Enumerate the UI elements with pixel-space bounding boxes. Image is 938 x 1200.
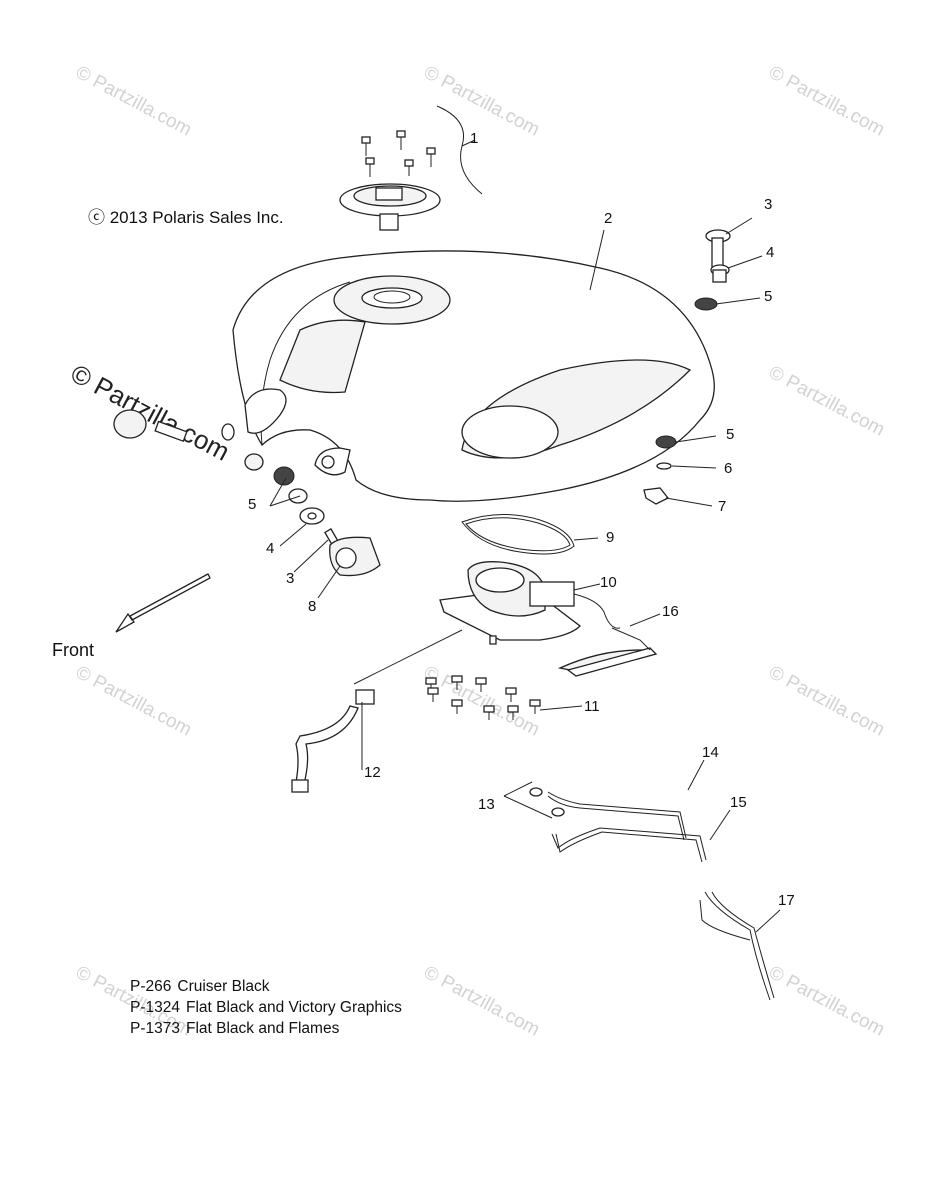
- cap-screw: [365, 157, 375, 177]
- leader-lines: [269, 217, 781, 933]
- callout-13: 13: [478, 796, 495, 813]
- callout-2: 2: [604, 210, 613, 227]
- clip: [656, 462, 672, 470]
- paint-note: P-266 Cruiser Black: [130, 976, 402, 997]
- cap-screw: [404, 159, 414, 176]
- fuel-pump-assembly: [439, 561, 658, 677]
- fuel-cap-assembly: [339, 105, 483, 231]
- callout-10: 10: [600, 574, 617, 591]
- rear-mount-bushing: [113, 409, 381, 577]
- callout-8: 8: [308, 598, 317, 615]
- callout-17: 17: [778, 892, 795, 909]
- grommet: [694, 297, 718, 311]
- pump-screw: [505, 687, 517, 702]
- front-label: Front: [52, 640, 95, 660]
- cap-screw: [396, 130, 406, 150]
- grommet: [655, 435, 677, 449]
- washer: [710, 264, 730, 283]
- callout-12: 12: [364, 764, 381, 781]
- copyright-text: ⓒ 2013 Polaris Sales Inc.: [88, 208, 284, 227]
- pump-screws: [425, 675, 541, 720]
- callout-16: 16: [662, 603, 679, 620]
- callout-3: 3: [286, 570, 295, 587]
- vent-lines: [529, 787, 775, 1001]
- callout-9: 9: [606, 529, 615, 546]
- paint-note: P-1324 Flat Black and Victory Graphics: [130, 997, 402, 1018]
- pump-screw: [483, 705, 495, 720]
- paint-description: Flat Black and Victory Graphics: [185, 999, 402, 1016]
- callout-6: 6: [724, 460, 733, 477]
- pump-screw: [427, 687, 439, 702]
- paint-note: P-1373 Flat Black and Flames: [130, 1018, 402, 1039]
- bracket-clip: [643, 487, 670, 505]
- pump-screw: [475, 677, 487, 692]
- cap-screw: [361, 136, 371, 156]
- pump-screw: [451, 699, 463, 714]
- callout-7: 7: [718, 498, 727, 515]
- callout-3: 3: [764, 196, 773, 213]
- callout-5: 5: [764, 288, 773, 305]
- mounting-bolt: [705, 229, 731, 269]
- gasket: [461, 513, 575, 555]
- pump-screw: [451, 675, 463, 690]
- cap-screw: [426, 147, 436, 167]
- paint-code: P-266: [130, 978, 172, 995]
- paint-code: P-1373: [130, 1020, 180, 1037]
- front-arrow-icon: [115, 573, 211, 633]
- callout-5: 5: [248, 496, 257, 513]
- callout-1: 1: [470, 130, 479, 147]
- callout-14: 14: [702, 744, 719, 761]
- paint-description: Cruiser Black: [177, 978, 270, 995]
- pump-screw: [529, 699, 541, 714]
- callout-11: 11: [584, 698, 600, 715]
- fuel-tank: [232, 250, 715, 502]
- paint-code: P-1324: [130, 999, 180, 1016]
- paint-description: Flat Black and Flames: [185, 1020, 340, 1037]
- callout-4: 4: [766, 244, 775, 261]
- fuel-hose: [291, 689, 375, 793]
- pump-screw: [507, 705, 519, 720]
- callout-15: 15: [730, 794, 747, 811]
- callout-4: 4: [266, 540, 275, 557]
- callout-5: 5: [726, 426, 735, 443]
